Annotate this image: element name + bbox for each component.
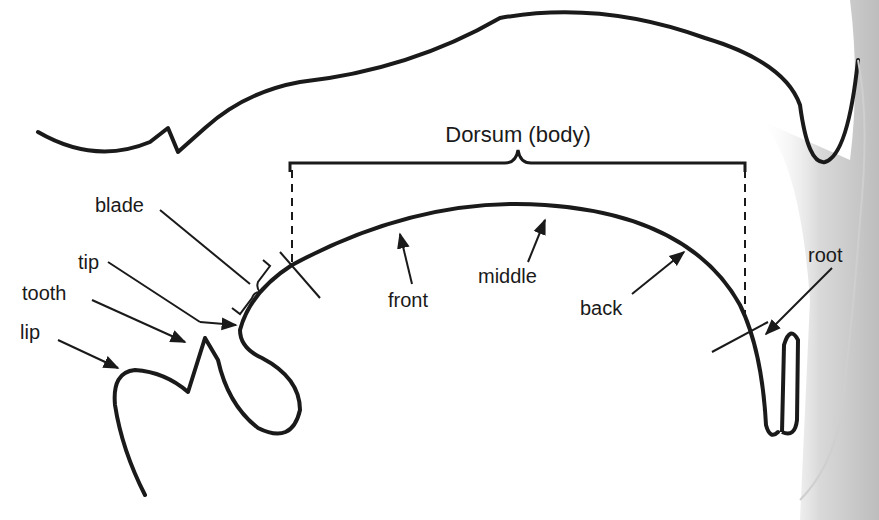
section-tick (712, 322, 768, 352)
part-label: front (388, 290, 428, 310)
epiglottis (782, 334, 798, 434)
part-label: root (808, 245, 842, 265)
tongue-outline (115, 204, 778, 495)
part-label: middle (478, 266, 537, 286)
region-label: Dorsum (body) (445, 124, 590, 146)
part-label: tip (78, 252, 99, 272)
palate-outline (38, 12, 858, 162)
dashed-divider (744, 170, 746, 322)
dorsum-brace (290, 150, 745, 172)
leader-line (632, 252, 684, 294)
leader-line (200, 322, 236, 325)
leader-lines (58, 210, 832, 368)
throat-shading (760, 0, 879, 520)
section-tick (280, 252, 320, 298)
blade-brace (232, 260, 270, 314)
leader-line (766, 268, 832, 334)
leader-line (92, 300, 185, 342)
leader-line (58, 340, 118, 368)
part-label: lip (20, 322, 40, 342)
leader-line (400, 234, 412, 284)
dashed-divider (291, 170, 293, 262)
part-label: tooth (22, 283, 66, 303)
pharynx-wall (800, 60, 865, 500)
leader-line (528, 220, 545, 262)
leader-line (160, 210, 250, 284)
part-label: back (580, 298, 622, 318)
part-label: blade (95, 195, 144, 215)
